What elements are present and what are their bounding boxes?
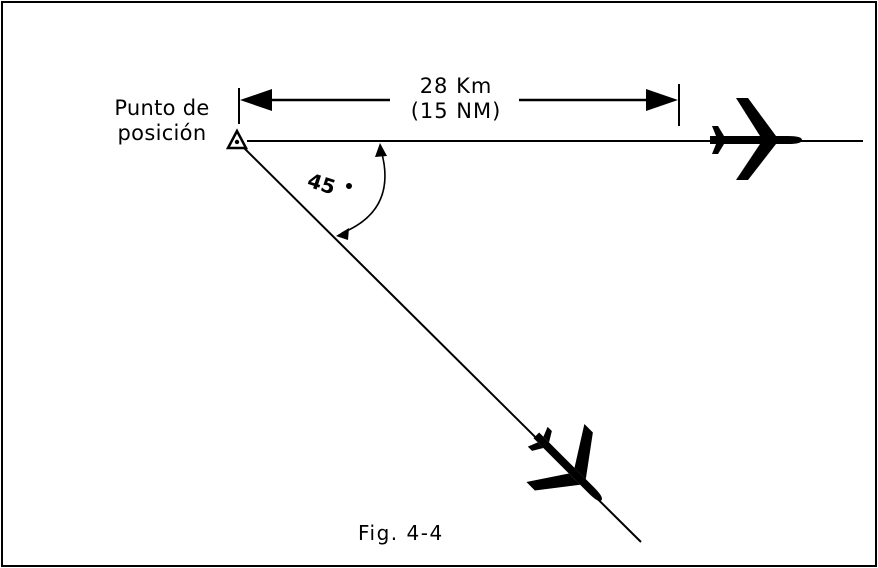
angle-arc (336, 143, 387, 240)
distance-nm-label: (15 NM) (410, 99, 502, 123)
distance-km-label: 28 Km (419, 74, 493, 98)
airplane-icon (710, 98, 802, 180)
triangle-fix-icon (225, 128, 249, 150)
distance-dimension (238, 84, 680, 126)
figure-caption: Fig. 4-4 (358, 521, 444, 545)
fix-label-line1: Punto de (114, 96, 210, 120)
fix-label-line2: posición (117, 121, 207, 145)
degree-dot (346, 183, 352, 189)
airplane-icon (508, 405, 632, 529)
